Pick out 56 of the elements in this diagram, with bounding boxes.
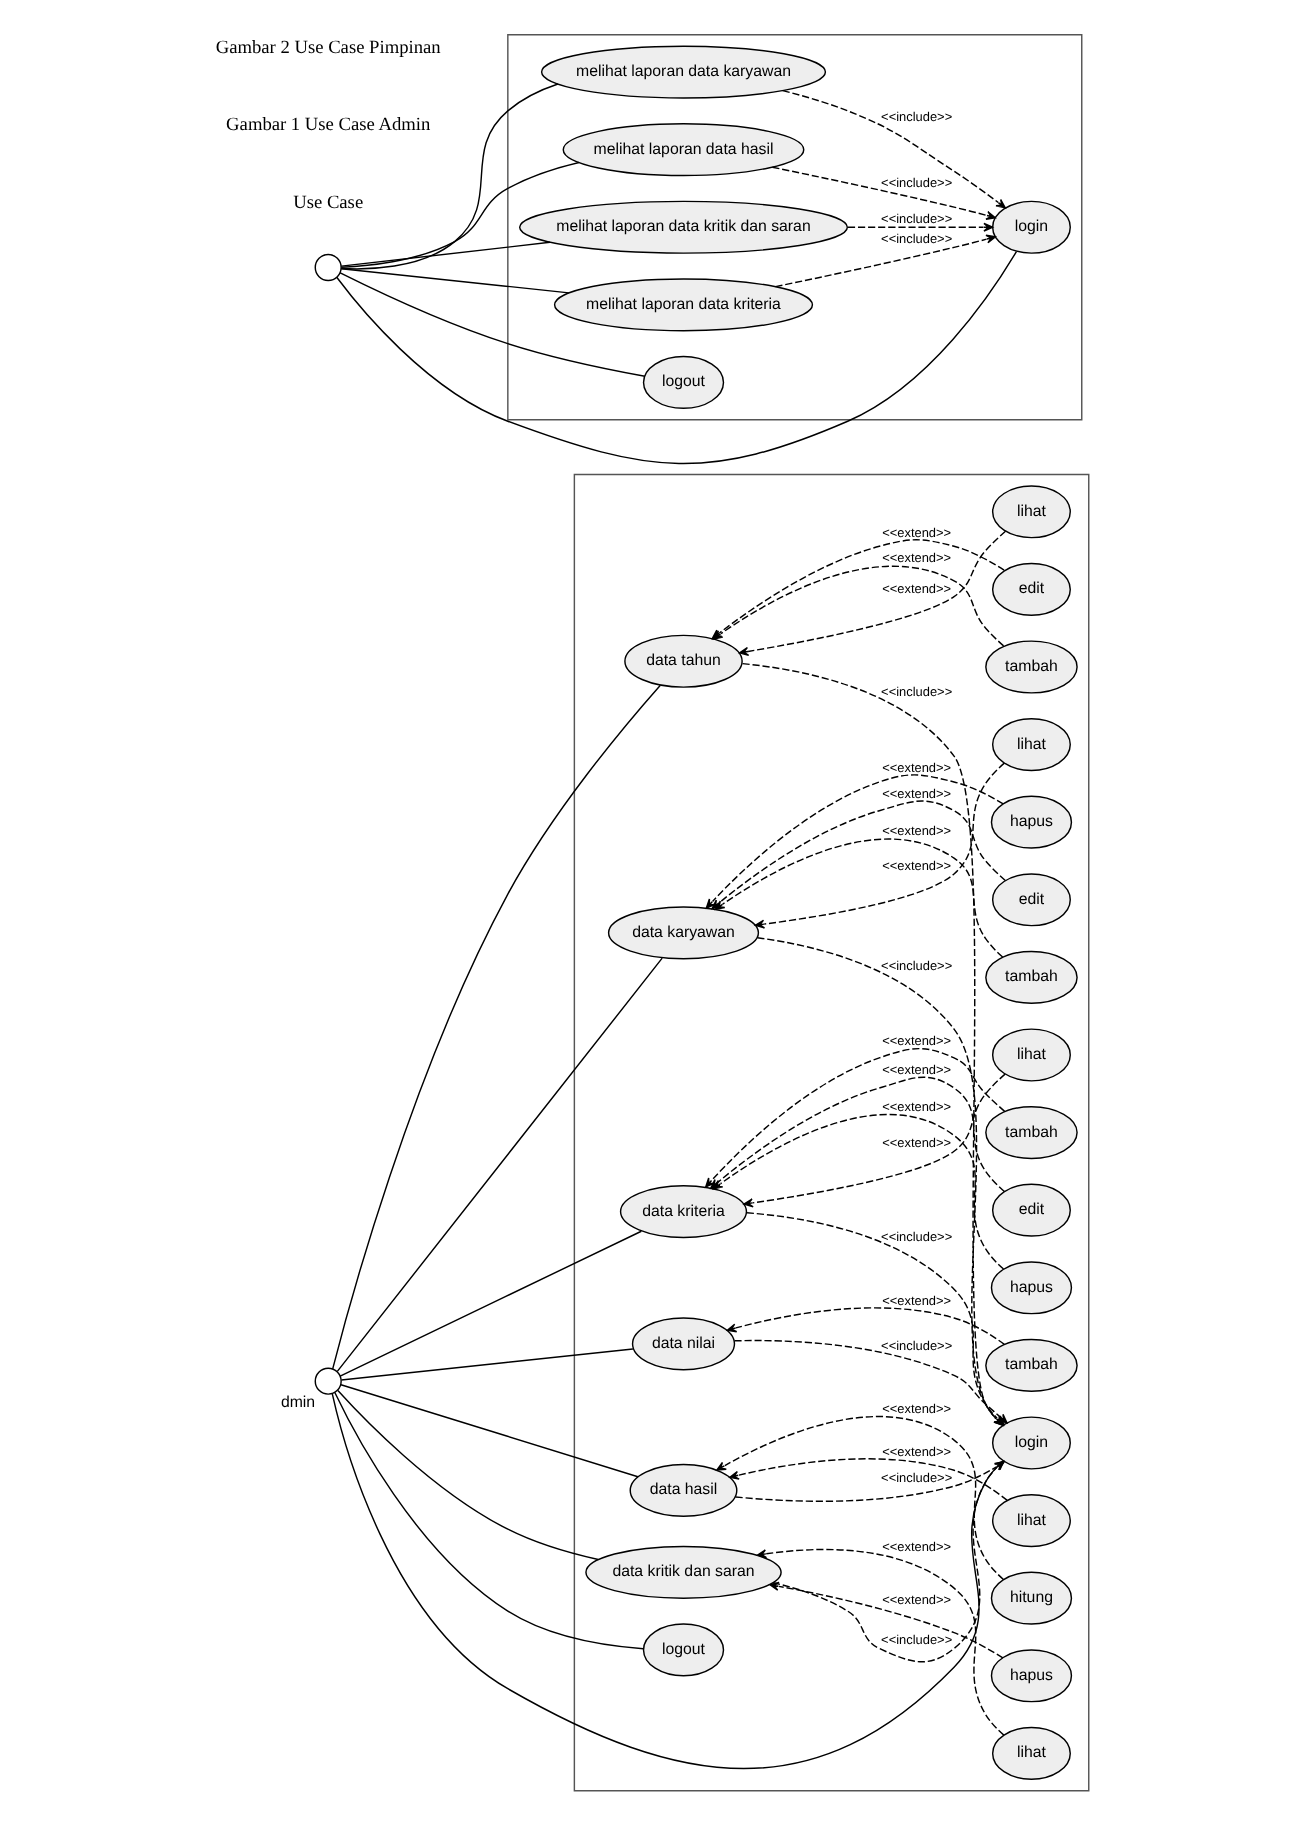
arrow — [768, 1581, 1003, 1659]
arrow — [781, 89, 1005, 209]
arrow — [725, 1307, 1005, 1345]
node-ellipse: edit — [990, 873, 1070, 927]
node-ellipse: melihat laporan data karyawan — [539, 45, 826, 99]
node-ellipse: tambah — [984, 640, 1077, 694]
connector — [335, 250, 1017, 465]
node-ellipse: data kriteria — [618, 1185, 747, 1239]
connector — [339, 161, 579, 268]
node-ellipse: hapus — [989, 795, 1072, 849]
label: Gambar 2 Use Case Pimpinan — [214, 38, 440, 59]
arrow — [773, 234, 996, 288]
node-ellipse: logout — [641, 1623, 724, 1677]
node-circle — [313, 1367, 341, 1395]
node-ellipse: melihat laporan data hasil — [561, 123, 804, 177]
node-ellipse: hapus — [989, 1649, 1072, 1703]
node-ellipse: melihat laporan data kriteria — [552, 278, 813, 332]
node-ellipse: logout — [641, 355, 724, 410]
node-ellipse: lihat — [990, 1494, 1070, 1548]
connector — [339, 268, 569, 294]
connector — [335, 957, 662, 1373]
label: Use Case — [292, 193, 363, 214]
arrow — [742, 1073, 1005, 1208]
connector — [339, 1348, 633, 1381]
connector — [333, 1391, 643, 1650]
node-ellipse: data tahun — [623, 634, 742, 688]
connector — [339, 241, 550, 267]
connector — [339, 83, 558, 270]
connector — [338, 272, 645, 377]
node-ellipse: tambah — [984, 1338, 1077, 1392]
connector — [339, 1384, 638, 1478]
node-ellipse: data karyawan — [606, 906, 759, 960]
label: Gambar 1 Use Case Admin — [225, 116, 430, 137]
node-ellipse: lihat — [990, 1726, 1070, 1780]
arrow — [846, 222, 993, 232]
node-person — [313, 253, 341, 282]
node-ellipse: melihat laporan data kritik dan saran — [517, 200, 848, 254]
node-ellipse: edit — [990, 1183, 1070, 1237]
arrow — [755, 1548, 1004, 1736]
connector — [330, 684, 660, 1370]
arrow — [753, 762, 1004, 929]
node-ellipse: lihat — [990, 718, 1070, 772]
node-ellipse: hapus — [989, 1261, 1072, 1315]
node-ellipse: lihat — [990, 485, 1070, 539]
node-label: dmin — [279, 1392, 315, 1411]
node-ellipse: tambah — [984, 1106, 1077, 1160]
node-ellipse: hitung — [989, 1571, 1072, 1625]
connector — [338, 1230, 642, 1377]
node-ellipse: edit — [990, 562, 1070, 616]
node-ellipse: tambah — [984, 950, 1077, 1004]
cluster — [506, 33, 1082, 421]
arrow — [770, 166, 996, 220]
connector — [336, 1389, 598, 1561]
cluster — [572, 473, 1089, 1792]
arrow — [737, 530, 1006, 656]
node-ellipse: lihat — [990, 1028, 1070, 1082]
